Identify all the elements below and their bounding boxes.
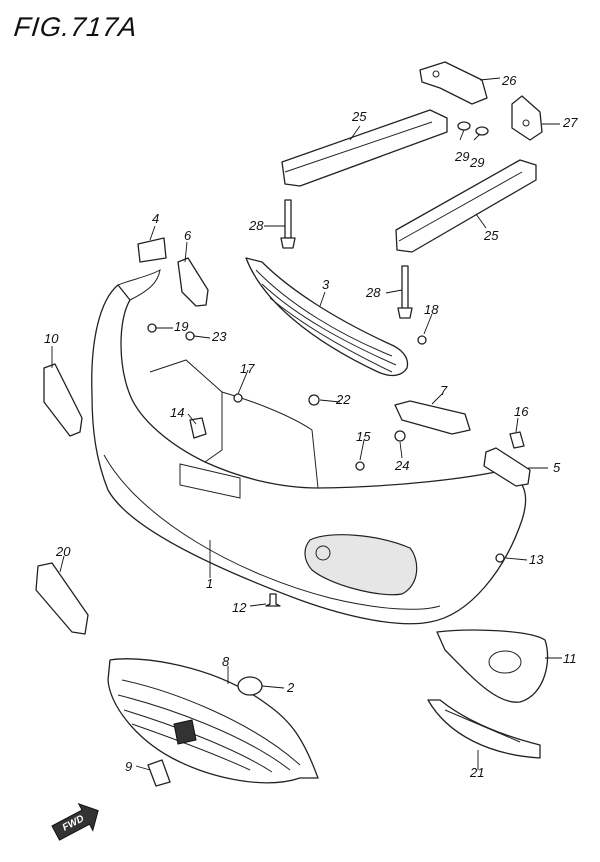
side-bracket-5 xyxy=(483,447,531,487)
callout-25-upper: 25 xyxy=(352,109,367,124)
retainer-16 xyxy=(509,431,525,449)
fwd-direction-arrow xyxy=(51,802,99,841)
side-bracket-10 xyxy=(43,363,83,437)
callout-12: 12 xyxy=(232,600,247,615)
clip-29-left xyxy=(457,121,471,131)
front-bumper-cover xyxy=(91,269,527,625)
callout-16: 16 xyxy=(514,404,529,419)
retainer-4 xyxy=(137,237,167,263)
lower-trim-21 xyxy=(427,699,541,759)
screw-15 xyxy=(355,461,365,471)
clip-29-right xyxy=(475,126,489,136)
callout-1: 1 xyxy=(206,576,214,591)
leader-lines xyxy=(51,77,562,771)
callout-29-right: 29 xyxy=(470,155,485,170)
callout-9: 9 xyxy=(125,759,133,774)
callout-26: 26 xyxy=(502,73,517,88)
bracket-6 xyxy=(177,257,209,307)
bolt-28-lower xyxy=(397,265,413,319)
lower-bumper-reinforcement xyxy=(395,159,537,253)
bracket-27 xyxy=(511,95,543,141)
callout-23: 23 xyxy=(212,329,227,344)
fog-lamp-bezel xyxy=(436,629,549,703)
bracket-7 xyxy=(394,400,471,435)
callout-21: 21 xyxy=(470,765,485,780)
callout-10: 10 xyxy=(44,331,59,346)
callout-27: 27 xyxy=(563,115,578,130)
nut-14 xyxy=(189,417,207,439)
callout-7: 7 xyxy=(440,383,448,398)
callout-4: 4 xyxy=(152,211,160,226)
callout-3: 3 xyxy=(322,277,330,292)
callout-2: 2 xyxy=(287,680,295,695)
emblem-9 xyxy=(147,759,171,787)
callout-24: 24 xyxy=(395,458,410,473)
screw-12 xyxy=(265,593,281,607)
callout-5: 5 xyxy=(553,460,561,475)
callout-28-upper: 28 xyxy=(249,218,264,233)
callout-13: 13 xyxy=(529,552,544,567)
screw-19 xyxy=(147,323,157,333)
callout-14: 14 xyxy=(170,405,185,420)
callout-28-lower: 28 xyxy=(366,285,381,300)
callout-22: 22 xyxy=(336,392,351,407)
bracket-26 xyxy=(419,61,488,105)
clip-24 xyxy=(394,430,406,442)
callout-25-lower: 25 xyxy=(484,228,499,243)
screw-13 xyxy=(495,553,505,563)
callout-15: 15 xyxy=(356,429,371,444)
callout-8: 8 xyxy=(222,654,230,669)
upper-bumper-reinforcement xyxy=(281,109,448,187)
callout-29-left: 29 xyxy=(455,149,470,164)
callout-19: 19 xyxy=(174,319,189,334)
front-grille xyxy=(107,658,319,784)
lower-grille-insert xyxy=(245,257,409,377)
nut-22 xyxy=(308,394,320,406)
screw-17 xyxy=(233,393,243,403)
bolt-28-upper xyxy=(280,199,296,249)
screw-18 xyxy=(417,335,427,345)
callout-11: 11 xyxy=(563,651,577,666)
callout-17: 17 xyxy=(240,361,255,376)
side-trim-20 xyxy=(35,562,89,635)
callout-20: 20 xyxy=(56,544,71,559)
callout-6: 6 xyxy=(184,228,192,243)
callout-18: 18 xyxy=(424,302,439,317)
cap-2 xyxy=(237,676,263,696)
